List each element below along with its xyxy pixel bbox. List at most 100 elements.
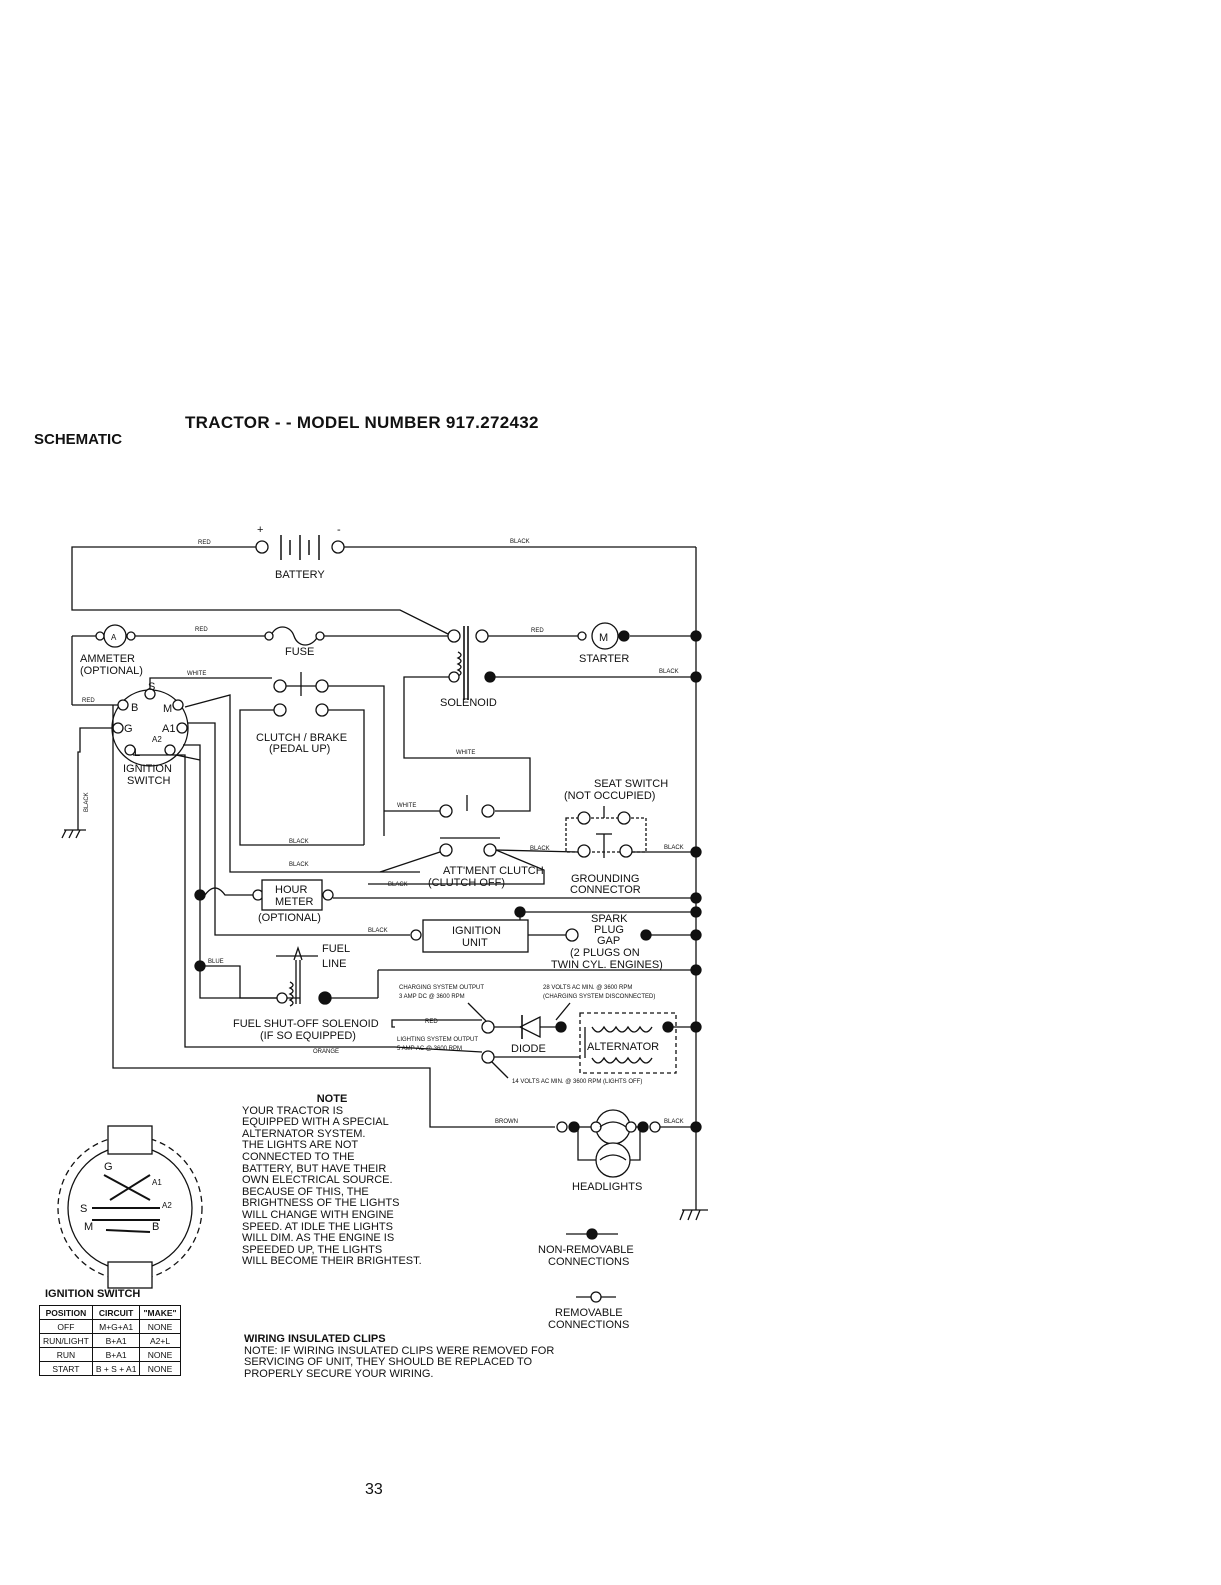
clips-line: NOTE: IF WIRING INSULATED CLIPS WERE REM… <box>244 1344 555 1357</box>
grounding-connector-label-2: CONNECTOR <box>570 884 641 896</box>
fuel-shutoff-label-2: (IF SO EQUIPPED) <box>260 1030 356 1042</box>
wire-label-brown: BROWN <box>495 1119 518 1125</box>
wire-label-black-solenoid: BLACK <box>659 669 679 675</box>
note-line: WILL CHANGE WITH ENGINE <box>242 1208 394 1221</box>
wiring-clips-note: WIRING INSULATED CLIPS NOTE: IF WIRING I… <box>244 1333 624 1380</box>
wire-label-black-headlights: BLACK <box>664 1119 684 1125</box>
volts-28-label-2: (CHARGING SYSTEM DISCONNECTED) <box>543 994 655 1000</box>
headlights-label: HEADLIGHTS <box>572 1181 642 1193</box>
ignition-unit-icon <box>410 906 696 953</box>
legend-non-removable-2: CONNECTIONS <box>548 1256 629 1268</box>
wire-label-black-ground: BLACK <box>84 792 90 812</box>
volts-14-label: 14 VOLTS AC MIN. @ 3600 RPM (LIGHTS OFF) <box>512 1079 642 1085</box>
ignition-switch-label: IGNITION <box>123 763 172 775</box>
fuel-shutoff-solenoid-icon <box>194 945 378 1007</box>
charging-circuit <box>391 1015 696 1064</box>
ammeter-symbol: A <box>111 633 117 642</box>
wire-label-white-solenoid: WHITE <box>456 750 475 756</box>
fuse-icon <box>270 626 319 646</box>
charging-output-label: CHARGING SYSTEM OUTPUT <box>399 985 484 991</box>
table-row: OFF M+G+A1 NONE <box>39 1319 181 1334</box>
alternator-note: NOTE YOUR TRACTOR IS EQUIPPED WITH A SPE… <box>242 1093 482 1268</box>
table-cell: B + S + A1 <box>91 1361 141 1376</box>
solenoid-icon <box>447 626 496 700</box>
table-cell: NONE <box>139 1361 181 1376</box>
seat-switch-label: SEAT SWITCH <box>594 778 668 790</box>
main-power-line <box>71 635 696 706</box>
legend-removable: REMOVABLE <box>555 1307 623 1319</box>
clutch-brake-switch-icon <box>239 672 385 846</box>
ammeter-label: AMMETER <box>80 653 135 665</box>
wire-label-black-clutch2: BLACK <box>289 862 309 868</box>
face-label-g: G <box>104 1161 113 1173</box>
table-header: CIRCUIT <box>91 1305 141 1320</box>
wire-label-red-ammeter: RED <box>195 627 208 633</box>
note-line: SPEED. AT IDLE THE LIGHTS <box>242 1220 393 1233</box>
clips-line: PROPERLY SECURE YOUR WIRING. <box>244 1367 434 1380</box>
table-cell: A2+L <box>139 1333 181 1348</box>
battery-plus-label: + <box>257 524 263 536</box>
wire-label-blue: BLUE <box>208 959 224 965</box>
battery-cells-icon <box>280 535 320 560</box>
ignition-switch-table: POSITION CIRCUIT "MAKE" OFF M+G+A1 NONE … <box>39 1305 181 1376</box>
seat-switch-label-2: (NOT OCCUPIED) <box>564 790 655 802</box>
attachment-clutch-label-2: (CLUTCH OFF) <box>428 877 505 889</box>
wire-label-black-ign: BLACK <box>368 928 388 934</box>
wire-label-black-battery: BLACK <box>510 539 530 545</box>
ammeter-optional-label: (OPTIONAL) <box>80 665 143 677</box>
seat-switch-wiring <box>384 795 495 818</box>
lighting-output-label-2: 5 AMP AC @ 3600 RPM <box>397 1046 462 1052</box>
table-cell: START <box>39 1361 93 1376</box>
alternator-label: ALTERNATOR <box>587 1041 659 1053</box>
section-heading: SCHEMATIC <box>34 431 123 448</box>
table-cell: NONE <box>139 1319 181 1334</box>
attachment-clutch-icon <box>368 837 579 885</box>
table-cell: NONE <box>139 1347 181 1362</box>
terminal-a1-label: A1 <box>162 723 175 735</box>
hour-meter-icon <box>194 879 696 911</box>
fuse-label: FUSE <box>285 646 314 658</box>
note-line: WILL BECOME THEIR BRIGHTEST. <box>242 1255 422 1268</box>
wire-label-black-att-right: BLACK <box>530 846 550 852</box>
clutch-brake-label-2: (PEDAL UP) <box>269 743 330 755</box>
starter-symbol: M <box>599 632 608 644</box>
removable-connection-icon <box>576 1291 616 1303</box>
starter-label: STARTER <box>579 653 629 665</box>
table-header: POSITION <box>39 1305 93 1320</box>
ignition-switch-caption: IGNITION SWITCH <box>45 1288 141 1300</box>
table-row: START B + S + A1 NONE <box>39 1361 181 1376</box>
table-cell: B+A1 <box>91 1333 141 1348</box>
spark-plug-label-5: TWIN CYL. ENGINES) <box>551 959 663 971</box>
terminal-m-label: M <box>163 703 172 715</box>
wire-label-red-charging: RED <box>425 1019 438 1025</box>
face-label-s: S <box>80 1203 87 1215</box>
table-header-row: POSITION CIRCUIT "MAKE" <box>39 1305 181 1320</box>
battery-label: BATTERY <box>275 569 325 581</box>
spark-plug-label-4: (2 PLUGS ON <box>570 947 640 959</box>
wire-label-white-seat: WHITE <box>397 803 416 809</box>
wire-label-black-seat-right: BLACK <box>664 845 684 851</box>
alternator-icon <box>494 1012 677 1074</box>
face-label-a1: A1 <box>152 1178 162 1187</box>
face-label-m: M <box>84 1221 93 1233</box>
table-row: RUN B+A1 NONE <box>39 1347 181 1362</box>
note-line: BRIGHTNESS OF THE LIGHTS <box>242 1197 400 1210</box>
battery-positive-terminal <box>255 540 269 554</box>
diode-label: DIODE <box>511 1043 546 1055</box>
spark-plug-label-3: GAP <box>597 935 620 947</box>
face-label-b: B <box>152 1221 159 1233</box>
note-line: ALTERNATOR SYSTEM. <box>242 1127 366 1140</box>
table-cell: M+G+A1 <box>91 1319 141 1334</box>
note-line: BATTERY, BUT HAVE THEIR <box>242 1162 387 1175</box>
wire-label-black-clutch1: BLACK <box>289 839 309 845</box>
terminal-b-label: B <box>131 702 138 714</box>
note-line: EQUIPPED WITH A SPECIAL <box>242 1116 389 1129</box>
page-number: 33 <box>365 1481 383 1498</box>
headlights-icon <box>556 1109 696 1178</box>
spark-plug-label: SPARK <box>591 913 628 925</box>
battery-minus-label: - <box>337 524 341 536</box>
non-removable-connection-icon <box>566 1228 618 1240</box>
note-line: SPEEDED UP, THE LIGHTS <box>242 1243 383 1256</box>
